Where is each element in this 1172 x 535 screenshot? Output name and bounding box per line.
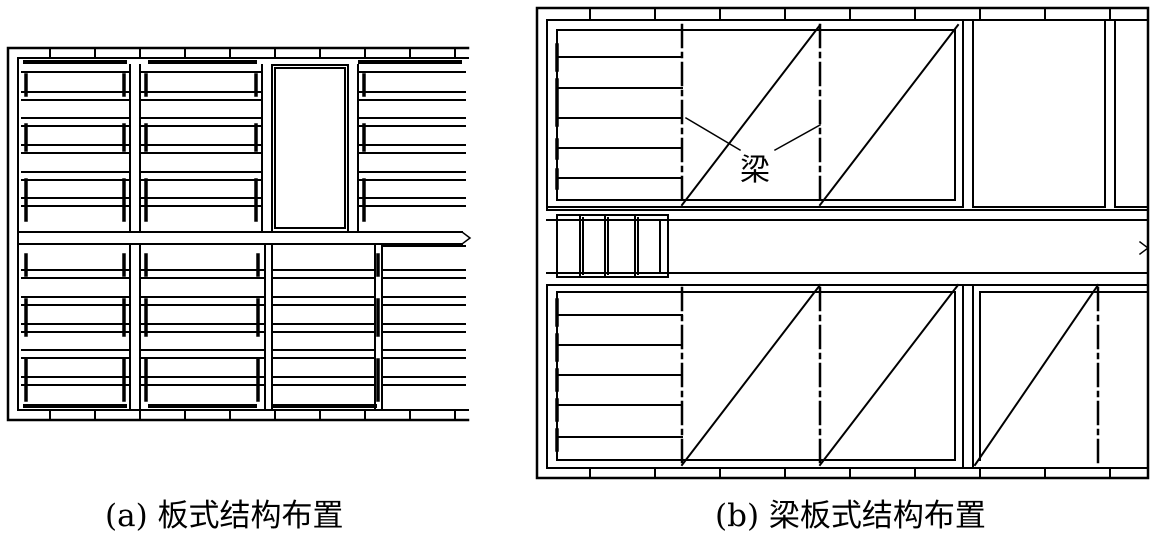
panel-b-beam-slab-layout — [535, 6, 1150, 480]
panel-a-slab-layout — [6, 46, 472, 422]
beam-label: 梁 — [740, 153, 770, 188]
caption-beam-slab-layout: (b) 梁板式结构布置 — [715, 498, 986, 534]
caption-slab-layout: (a) 板式结构布置 — [105, 498, 344, 534]
